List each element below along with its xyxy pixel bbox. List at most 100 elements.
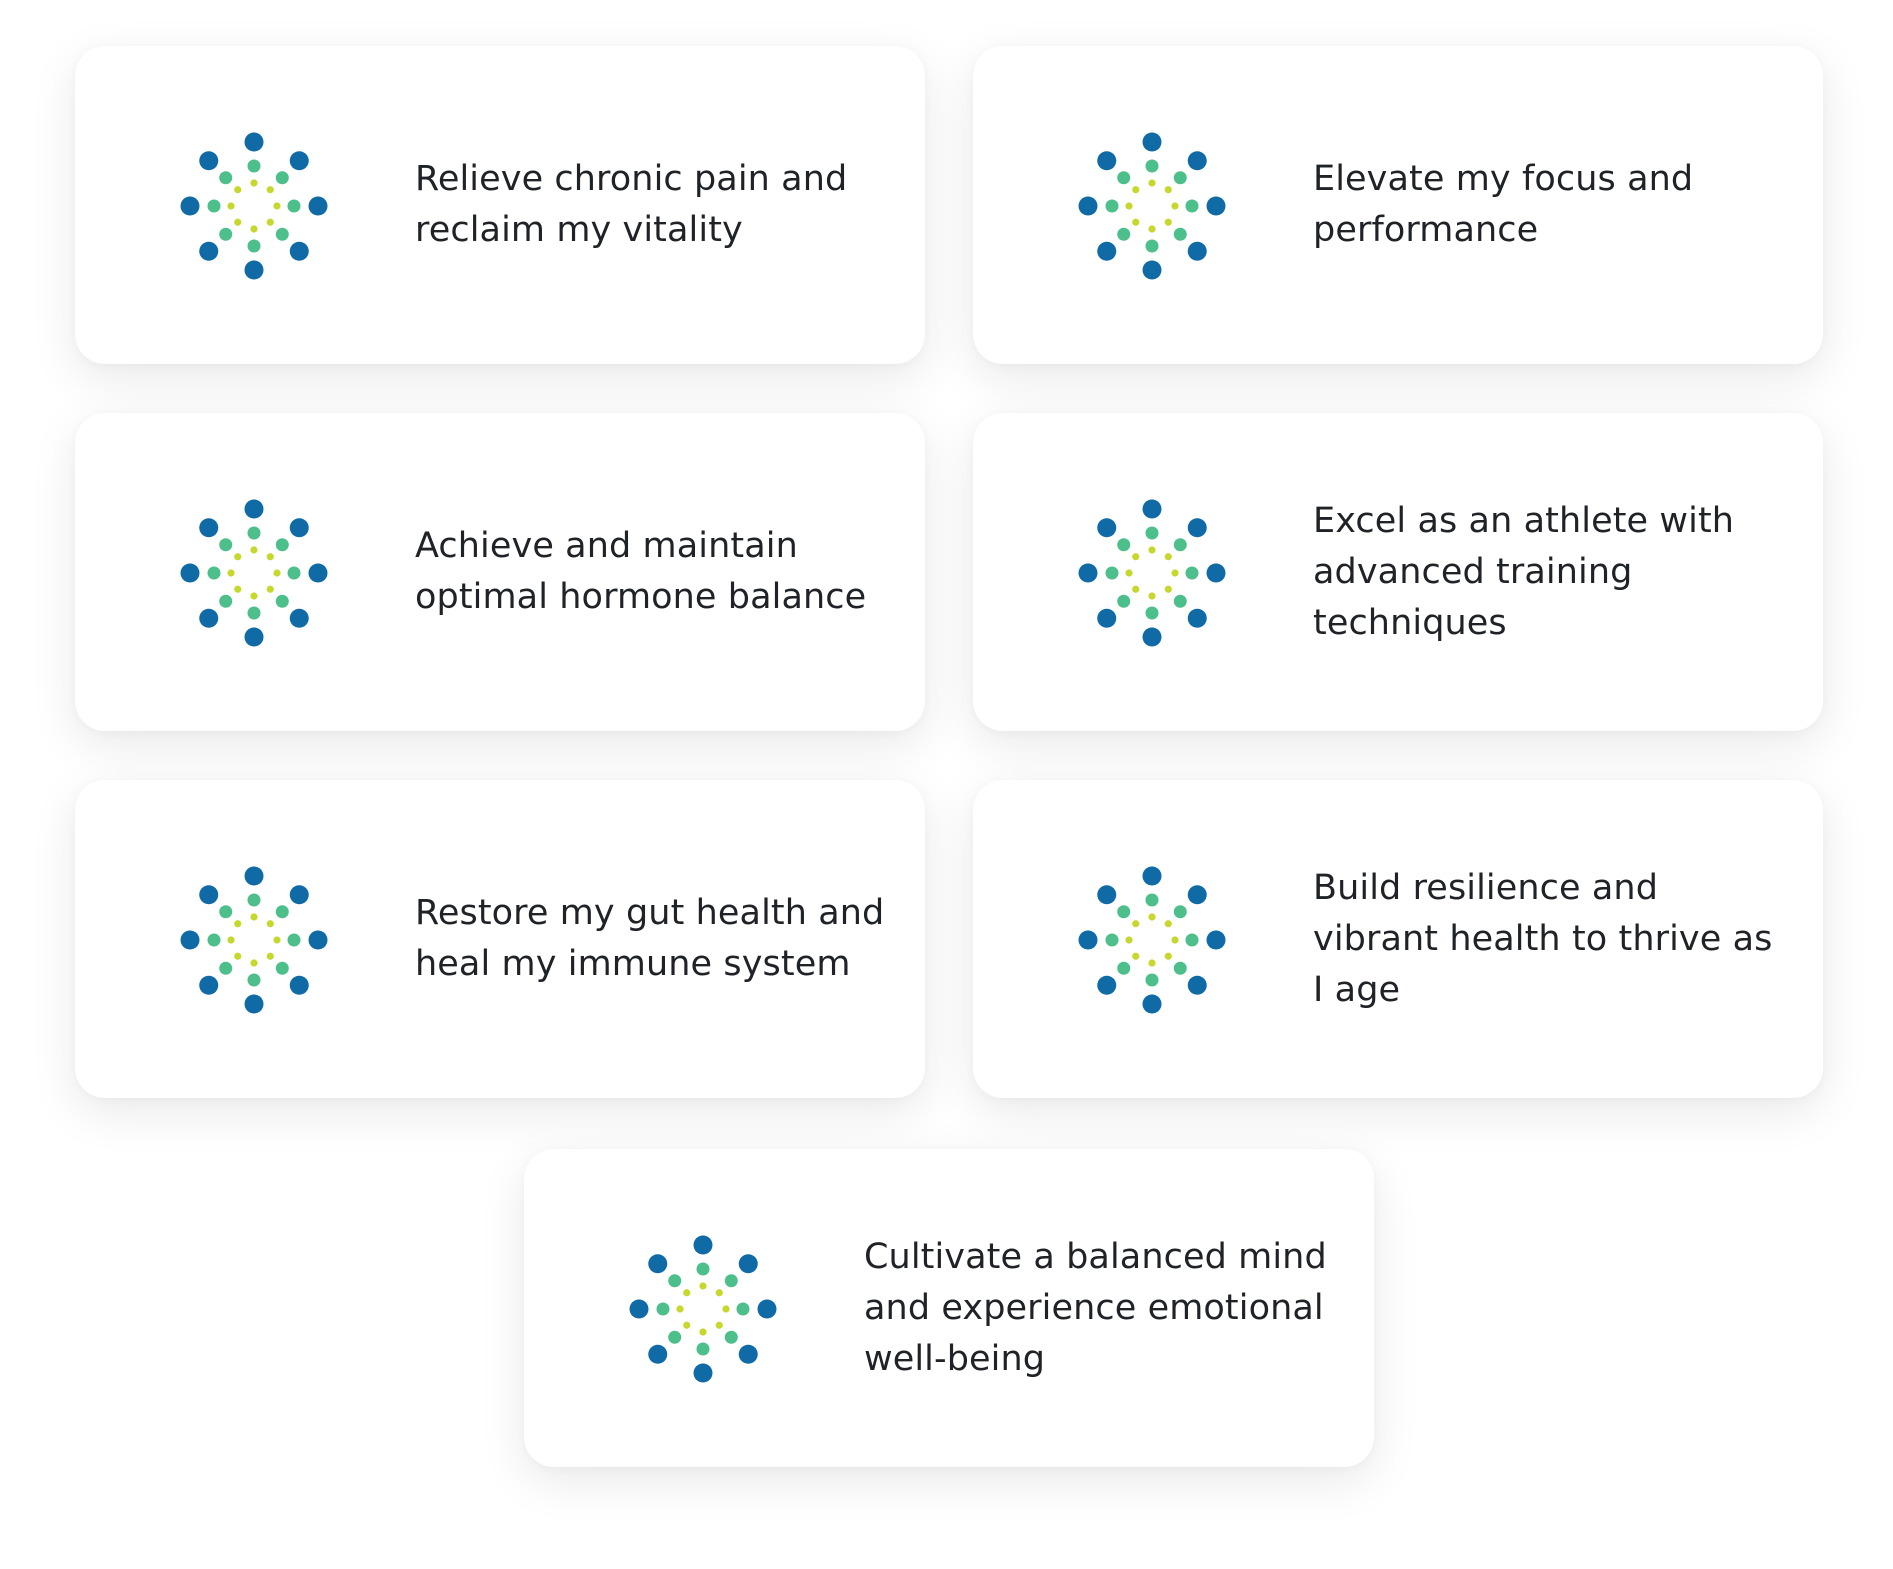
- inner-dot: [234, 952, 242, 960]
- outer-dot: [1097, 975, 1117, 995]
- inner-dot: [227, 569, 235, 577]
- outer-dot: [738, 1254, 758, 1274]
- inner-dot: [1125, 936, 1133, 944]
- middle-dot: [1173, 594, 1187, 608]
- middle-dot: [724, 1330, 738, 1344]
- middle-dot: [724, 1274, 738, 1288]
- inner-dot: [683, 1289, 691, 1297]
- middle-dot: [1117, 171, 1131, 185]
- middle-dot: [1145, 606, 1159, 620]
- middle-dot: [1173, 905, 1187, 919]
- inner-dot: [1132, 585, 1140, 593]
- inner-dot: [250, 546, 258, 554]
- inner-dot: [250, 592, 258, 600]
- middle-dot: [247, 973, 261, 987]
- inner-dot: [1148, 959, 1156, 967]
- outer-dot: [308, 930, 328, 950]
- goal-card-athlete-training[interactable]: Excel as an athlete with advanced traini…: [973, 413, 1823, 731]
- middle-dot: [1117, 961, 1131, 975]
- goal-card-label: Excel as an athlete with advanced traini…: [1313, 500, 1735, 643]
- inner-dot: [1171, 202, 1179, 210]
- inner-dot: [722, 1305, 730, 1313]
- goal-card-label: Build resilience and vibrant health to t…: [1313, 867, 1773, 1010]
- outer-dot: [1142, 866, 1162, 886]
- dot-burst-icon: [1078, 132, 1226, 280]
- inner-dot: [250, 913, 258, 921]
- inner-dot: [1164, 585, 1172, 593]
- outer-dot: [199, 975, 219, 995]
- outer-dot: [1142, 132, 1162, 152]
- dot-burst-icon: [180, 132, 328, 280]
- middle-dot: [696, 1342, 710, 1356]
- outer-dot: [1097, 885, 1117, 905]
- outer-dot: [308, 563, 328, 583]
- outer-dot: [1078, 196, 1098, 216]
- dot-burst-icon: [629, 1235, 777, 1383]
- middle-dot: [219, 905, 233, 919]
- goal-card-chronic-pain[interactable]: Relieve chronic pain and reclaim my vita…: [75, 46, 925, 364]
- outer-dot: [180, 196, 200, 216]
- middle-dot: [1145, 159, 1159, 173]
- middle-dot: [1185, 566, 1199, 580]
- middle-dot: [1185, 199, 1199, 213]
- inner-dot: [1164, 218, 1172, 226]
- middle-dot: [219, 171, 233, 185]
- outer-dot: [738, 1344, 758, 1364]
- inner-dot: [266, 585, 274, 593]
- middle-dot: [1145, 526, 1159, 540]
- goal-card-hormone-balance[interactable]: Achieve and maintain optimal hormone bal…: [75, 413, 925, 731]
- outer-dot: [1078, 930, 1098, 950]
- outer-dot: [757, 1299, 777, 1319]
- middle-dot: [696, 1262, 710, 1276]
- goal-card-balanced-mind[interactable]: Cultivate a balanced mind and experience…: [524, 1149, 1374, 1467]
- dot-burst-icon: [180, 866, 328, 1014]
- outer-dot: [199, 241, 219, 261]
- inner-dot: [676, 1305, 684, 1313]
- inner-dot: [1132, 218, 1140, 226]
- middle-dot: [1145, 973, 1159, 987]
- goal-card-gut-immune[interactable]: Restore my gut health and heal my immune…: [75, 780, 925, 1098]
- goal-card-label: Restore my gut health and heal my immune…: [415, 893, 885, 984]
- middle-dot: [1173, 171, 1187, 185]
- goal-card-focus-performance[interactable]: Elevate my focus and performance: [973, 46, 1823, 364]
- outer-dot: [199, 151, 219, 171]
- dot-burst-icon: [180, 499, 328, 647]
- outer-dot: [1142, 627, 1162, 647]
- outer-dot: [199, 608, 219, 628]
- inner-dot: [1132, 553, 1140, 561]
- inner-dot: [715, 1321, 723, 1329]
- inner-dot: [1171, 936, 1179, 944]
- outer-dot: [308, 196, 328, 216]
- goal-card-resilience-aging[interactable]: Build resilience and vibrant health to t…: [973, 780, 1823, 1098]
- outer-dot: [1142, 994, 1162, 1014]
- inner-dot: [1148, 179, 1156, 187]
- middle-dot: [247, 239, 261, 253]
- outer-dot: [289, 241, 309, 261]
- inner-dot: [1125, 569, 1133, 577]
- middle-dot: [275, 961, 289, 975]
- inner-dot: [250, 225, 258, 233]
- outer-dot: [1187, 151, 1207, 171]
- middle-dot: [207, 199, 221, 213]
- middle-dot: [287, 933, 301, 947]
- goal-card-label: Relieve chronic pain and reclaim my vita…: [415, 159, 848, 250]
- middle-dot: [1117, 227, 1131, 241]
- middle-dot: [1117, 538, 1131, 552]
- middle-dot: [287, 566, 301, 580]
- middle-dot: [275, 227, 289, 241]
- inner-dot: [234, 585, 242, 593]
- inner-dot: [1164, 920, 1172, 928]
- middle-dot: [1105, 566, 1119, 580]
- middle-dot: [1105, 933, 1119, 947]
- outer-dot: [1097, 151, 1117, 171]
- outer-dot: [648, 1344, 668, 1364]
- outer-dot: [1187, 241, 1207, 261]
- inner-dot: [273, 569, 281, 577]
- inner-dot: [234, 920, 242, 928]
- outer-dot: [1142, 260, 1162, 280]
- goal-card-label: Achieve and maintain optimal hormone bal…: [415, 526, 867, 617]
- middle-dot: [1173, 961, 1187, 975]
- outer-dot: [289, 518, 309, 538]
- inner-dot: [715, 1289, 723, 1297]
- inner-dot: [250, 179, 258, 187]
